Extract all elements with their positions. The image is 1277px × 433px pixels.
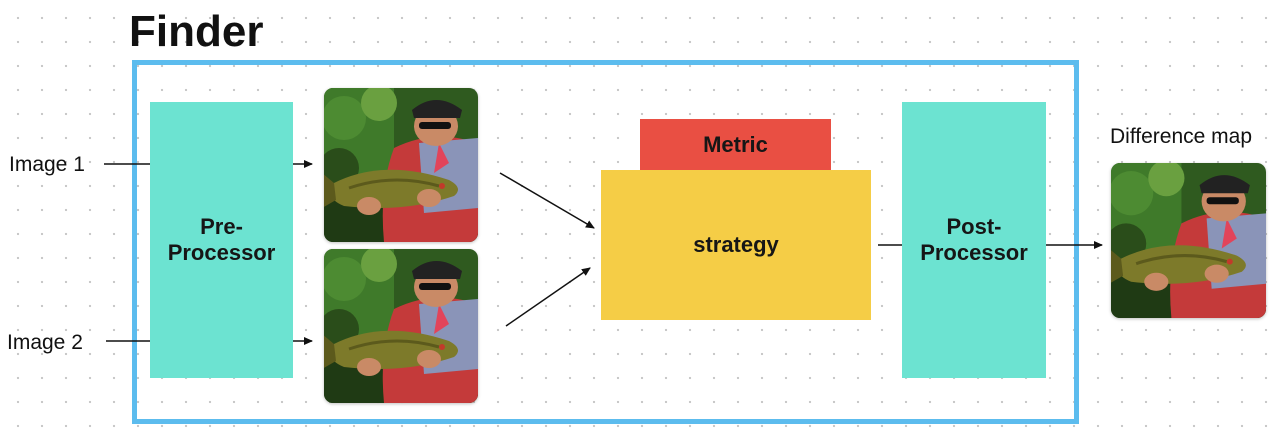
diagram-title: Finder <box>129 7 264 56</box>
input-image-2-photo <box>324 249 478 403</box>
postprocessor-label-line2: Processor <box>920 240 1028 265</box>
postprocessor-label-line1: Post- <box>946 214 1002 239</box>
preprocessor-label-line2: Processor <box>167 240 276 265</box>
difference-map-photo <box>1111 163 1266 318</box>
metric-block: Metric <box>640 119 831 171</box>
image1-label: Image 1 <box>9 153 85 176</box>
image2-label: Image 2 <box>7 331 83 354</box>
finder-frame <box>132 60 1079 424</box>
preprocessor-label-line1: Pre- <box>200 214 243 239</box>
strategy-block: strategy <box>601 170 871 320</box>
preprocessor-block: Pre-Processor <box>150 102 293 378</box>
input-image-1-photo <box>324 88 478 242</box>
postprocessor-block: Post-Processor <box>902 102 1046 378</box>
difference-map-label: Difference map <box>1110 125 1253 148</box>
